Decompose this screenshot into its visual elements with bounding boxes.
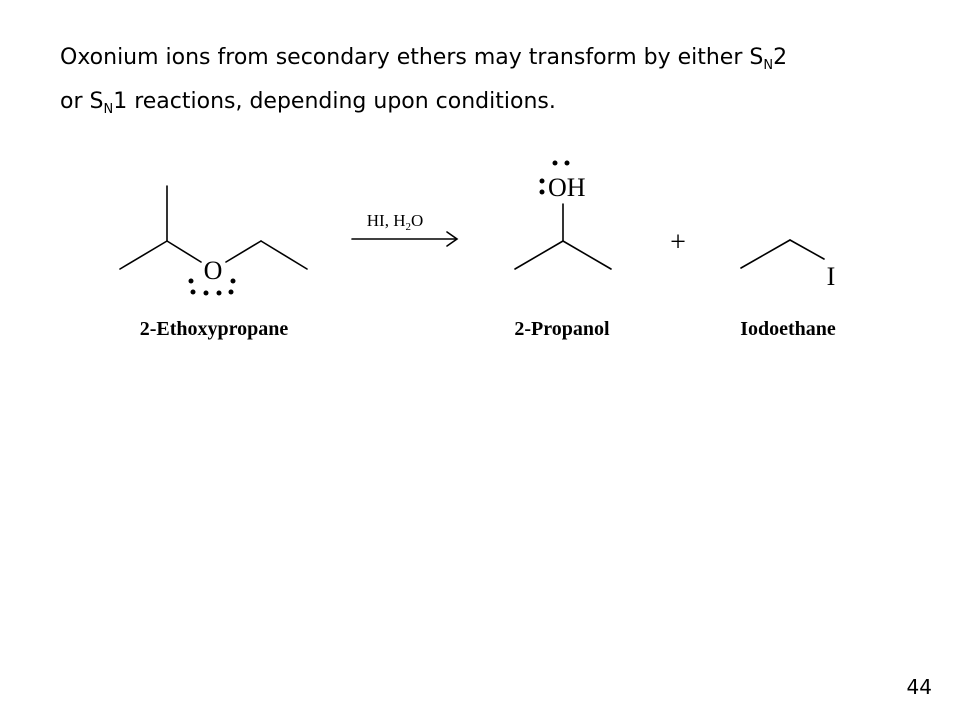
oxygen-atom: O xyxy=(204,256,223,285)
bond-methyl-right xyxy=(562,240,612,270)
intro-line-2: or SN1 reactions, depending upon conditi… xyxy=(60,89,556,117)
lone-pair-dot xyxy=(539,178,545,184)
iodine-atom: I xyxy=(827,262,836,291)
bond-ch-o xyxy=(166,240,202,263)
bond-methyl-left xyxy=(514,240,564,270)
product1-name: 2-Propanol xyxy=(514,318,610,340)
iodoethane-structure xyxy=(740,239,825,269)
lone-pair-dot xyxy=(228,289,234,295)
lone-pair-dot xyxy=(539,189,545,195)
lone-pair-dot xyxy=(188,278,194,284)
propanol-structure xyxy=(514,203,612,270)
reagent-label: HI, H2O xyxy=(367,211,424,233)
bond-methyl-left xyxy=(119,240,168,270)
lone-pair-dot xyxy=(190,289,196,295)
hydroxyl-group: OH xyxy=(548,173,586,202)
reaction-arrow xyxy=(351,231,459,247)
plus-sign: + xyxy=(670,227,686,258)
page-number: 44 xyxy=(906,675,932,699)
intro-text: Oxonium ions from secondary ethers may t… xyxy=(60,40,787,128)
lone-pair-dots xyxy=(188,278,236,296)
product2-name: Iodoethane xyxy=(740,318,836,340)
lone-pair-dot xyxy=(216,290,222,296)
oh-lone-pairs xyxy=(539,160,570,195)
arrow-head xyxy=(446,231,459,247)
intro-line-1: Oxonium ions from secondary ethers may t… xyxy=(60,45,788,73)
reactant-name: 2-Ethoxypropane xyxy=(140,318,289,340)
bond-ch3-ch2 xyxy=(740,239,791,269)
lone-pair-dot xyxy=(552,160,558,166)
lone-pair-dot xyxy=(564,160,570,166)
lone-pair-dot xyxy=(230,278,236,284)
bond-o-ch2 xyxy=(225,240,262,263)
ethoxypropane-structure xyxy=(119,185,308,270)
lone-pair-dot xyxy=(203,290,209,296)
bond-ch2-i xyxy=(789,239,825,260)
bond-ch2-ch3 xyxy=(260,240,308,270)
